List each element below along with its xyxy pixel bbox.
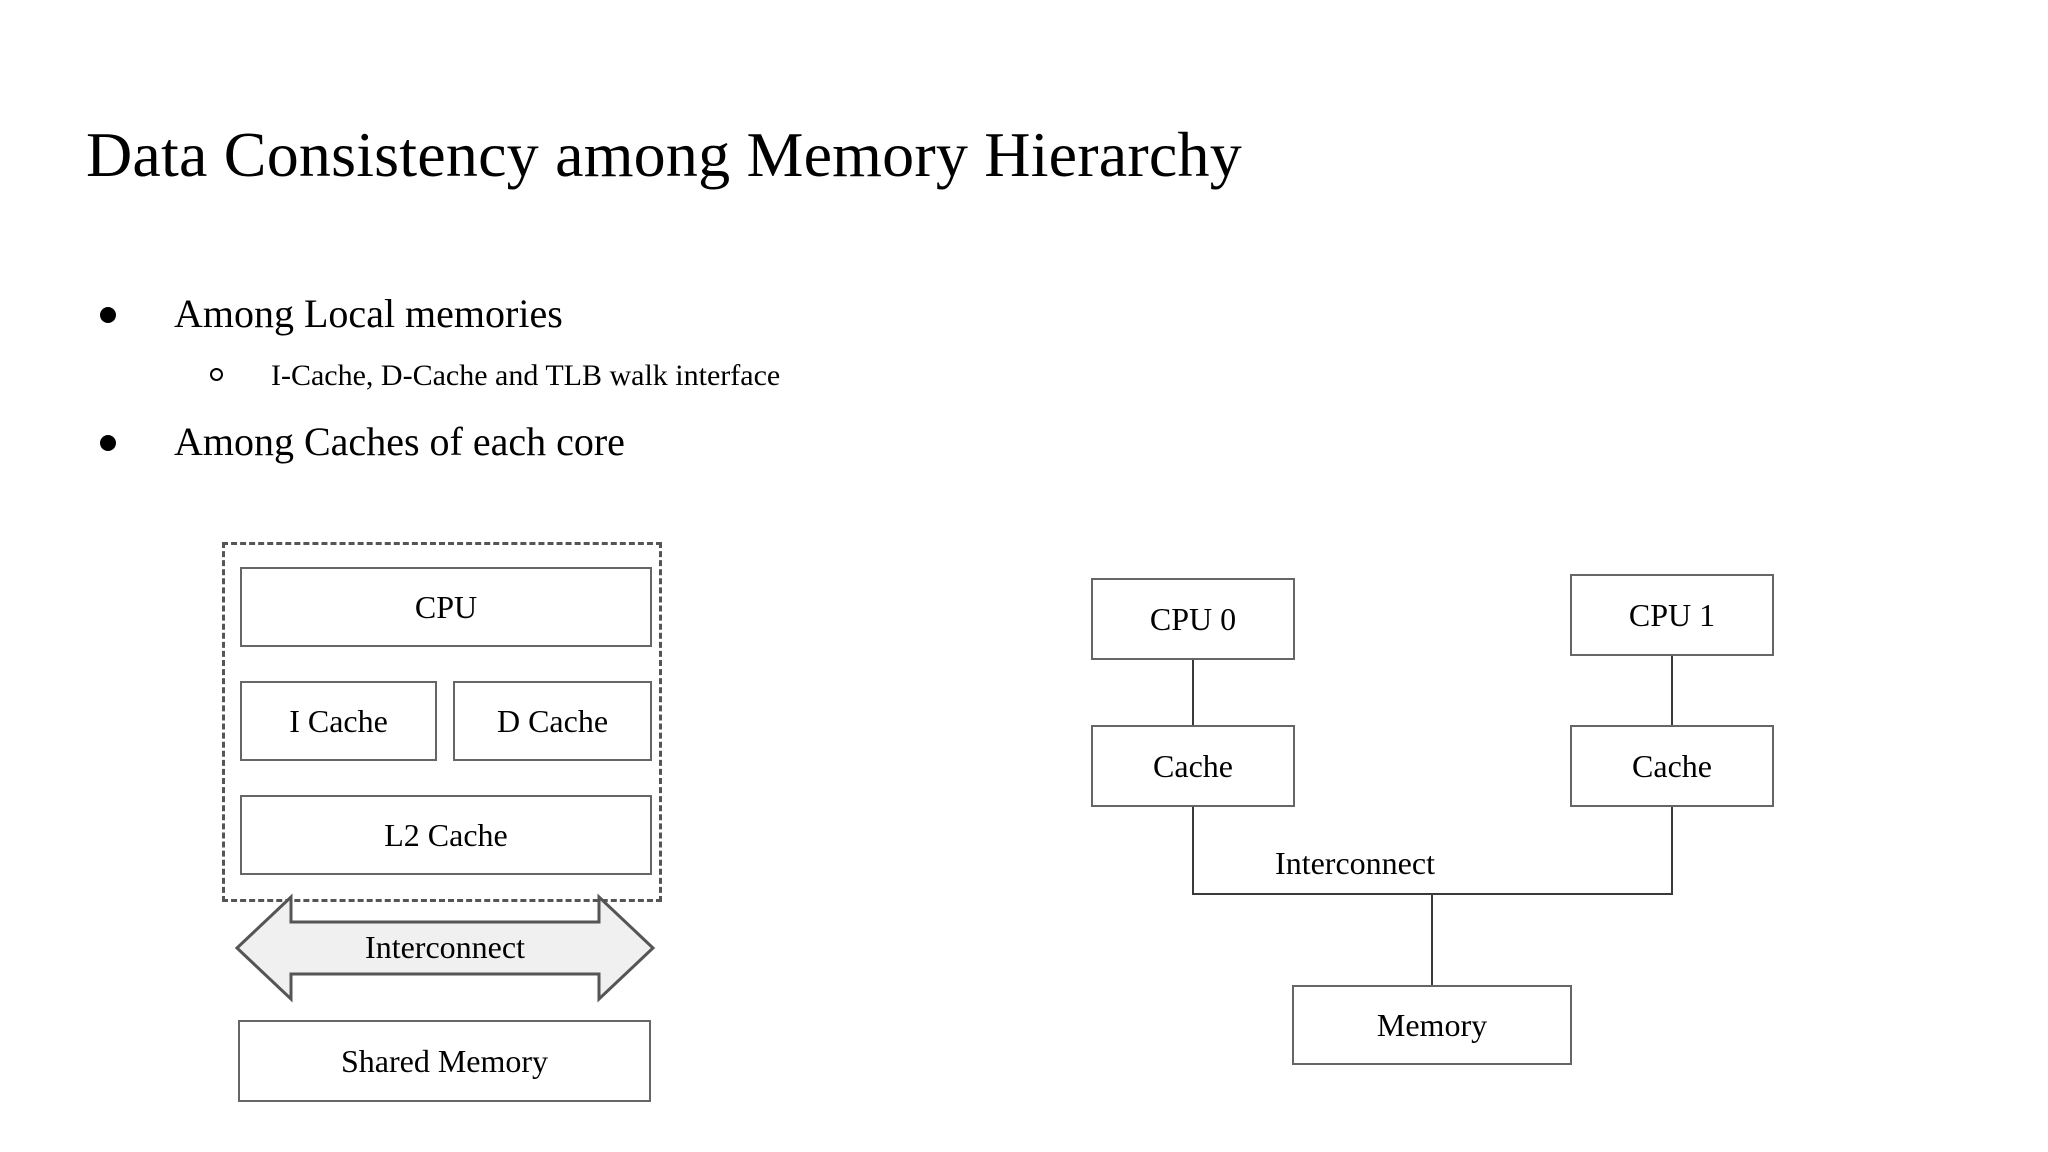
bullet-disc-icon: [100, 435, 116, 451]
node-cpu-1: CPU 1: [1570, 574, 1774, 656]
node-label: I Cache: [289, 702, 388, 739]
connector-cache1-to-interconnect: [1671, 807, 1673, 895]
bullet-item-among-caches-of-each-core: Among Caches of each core: [100, 418, 625, 466]
node-label: Cache: [1153, 747, 1233, 784]
node-shared-memory: Shared Memory: [238, 1020, 651, 1102]
node-cache-0: Cache: [1091, 725, 1295, 807]
interconnect-label: Interconnect: [1275, 845, 1435, 881]
single-core-memory-hierarchy-diagram: CPU I Cache D Cache L2 Cache Interconnec…: [0, 0, 900, 1152]
node-label: CPU 1: [1628, 596, 1716, 633]
node-label: CPU: [414, 588, 478, 625]
connector-cpu1-to-cache1: [1671, 656, 1673, 725]
interconnect-label: Interconnect: [365, 929, 525, 965]
node-label: Cache: [1632, 747, 1712, 784]
bullet-item-cache-tlb-interface: I-Cache, D-Cache and TLB walk interface: [210, 358, 780, 394]
connector-cpu0-to-cache0: [1192, 660, 1194, 725]
connector-cache0-to-interconnect: [1192, 807, 1194, 895]
bullet-label: Among Local memories: [174, 291, 563, 336]
node-i-cache: I Cache: [240, 681, 437, 761]
node-label: L2 Cache: [384, 816, 508, 853]
page-title: Data Consistency among Memory Hierarchy: [86, 119, 1242, 190]
node-cache-1: Cache: [1570, 725, 1774, 807]
core-boundary-dashed-box: [222, 542, 662, 902]
node-memory: Memory: [1292, 985, 1572, 1065]
bullet-label: Among Caches of each core: [174, 419, 625, 464]
node-label: CPU 0: [1149, 600, 1237, 637]
connector-interconnect-to-memory: [1431, 893, 1433, 985]
interconnect-double-arrow-icon: [233, 893, 657, 1003]
bullet-disc-icon: [100, 307, 116, 323]
node-l2-cache: L2 Cache: [240, 795, 652, 875]
node-d-cache: D Cache: [453, 681, 652, 761]
bullet-item-among-local-memories: Among Local memories: [100, 290, 563, 338]
node-cpu-0: CPU 0: [1091, 578, 1295, 660]
node-label: D Cache: [496, 702, 609, 739]
bullet-label: I-Cache, D-Cache and TLB walk interface: [271, 359, 781, 392]
node-label: Memory: [1376, 1006, 1488, 1043]
bullet-circle-icon: [210, 368, 223, 381]
node-label: Shared Memory: [340, 1042, 549, 1079]
node-cpu: CPU: [240, 567, 652, 647]
